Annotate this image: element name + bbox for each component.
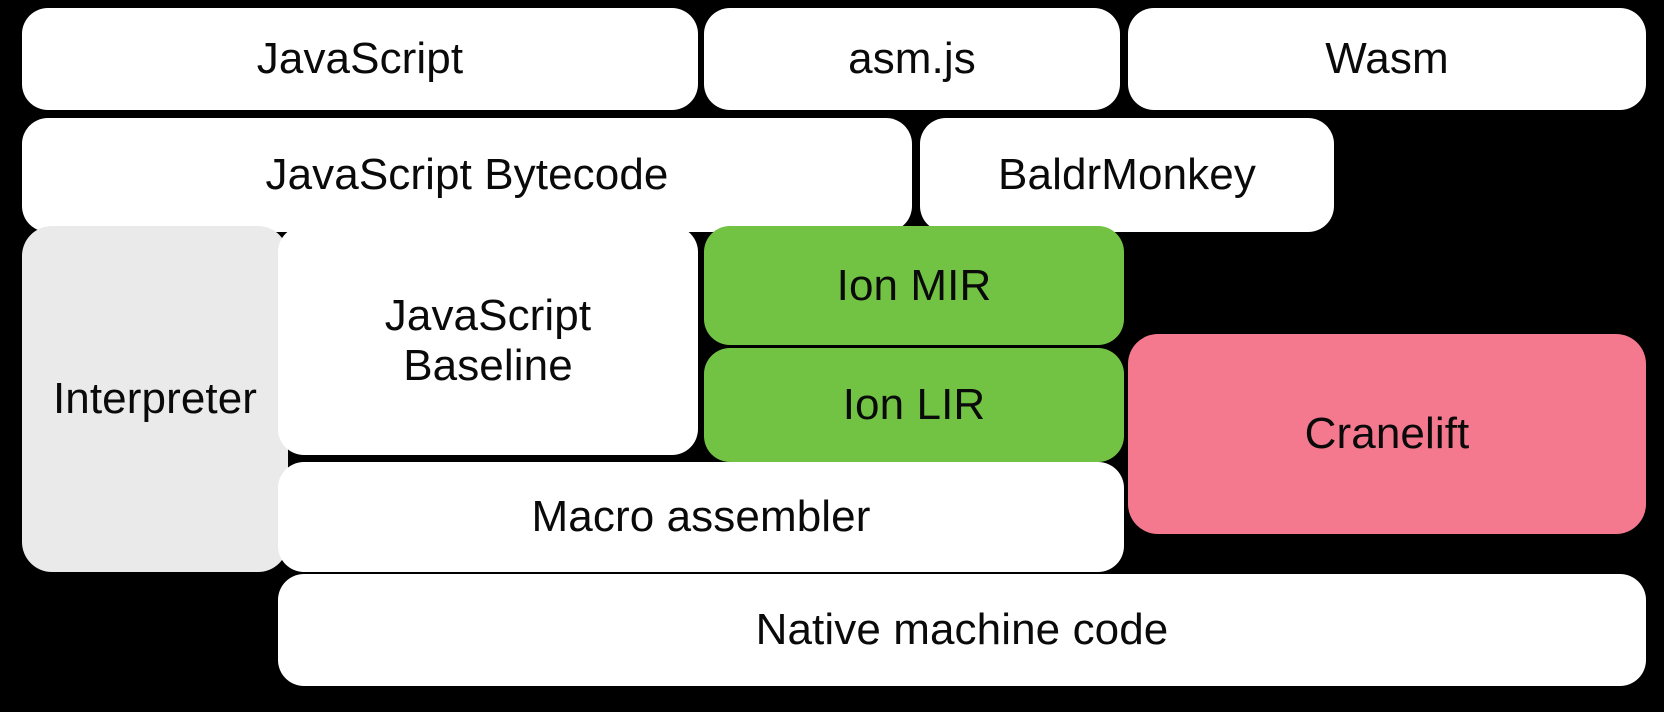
node-wasm[interactable]: Wasm xyxy=(1128,8,1646,110)
node-macro-assembler[interactable]: Macro assembler xyxy=(278,462,1124,572)
node-javascript[interactable]: JavaScript xyxy=(22,8,698,110)
node-javascript-baseline[interactable]: JavaScript Baseline xyxy=(278,226,698,455)
node-cranelift[interactable]: Cranelift xyxy=(1128,334,1646,534)
node-ion-mir[interactable]: Ion MIR xyxy=(704,226,1124,345)
node-baldrmonkey[interactable]: BaldrMonkey xyxy=(920,118,1334,232)
node-native-machine-code[interactable]: Native machine code xyxy=(278,574,1646,686)
node-interpreter[interactable]: Interpreter xyxy=(22,226,288,572)
node-javascript-bytecode[interactable]: JavaScript Bytecode xyxy=(22,118,912,232)
node-asmjs[interactable]: asm.js xyxy=(704,8,1120,110)
node-ion-lir[interactable]: Ion LIR xyxy=(704,348,1124,462)
